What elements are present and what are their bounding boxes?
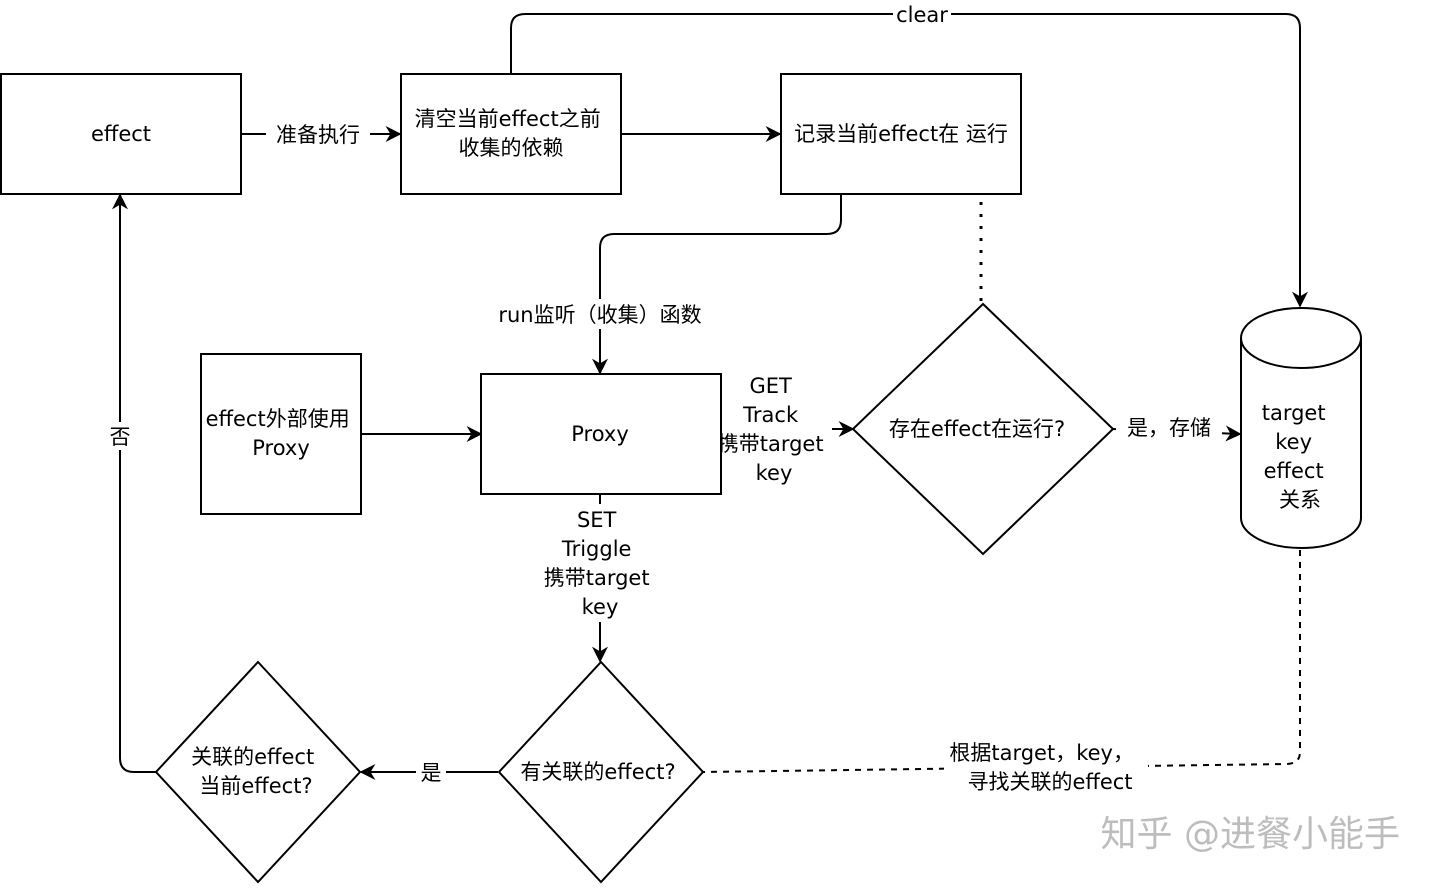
edge-label-prepare-run: 准备执行	[276, 123, 360, 147]
watermark: 知乎 @进餐小能手	[1101, 814, 1400, 855]
node-is-current-label: 关联的effect 当前effect?	[191, 745, 321, 798]
edge-no	[112, 193, 156, 773]
node-has-running: 存在effect在运行?	[851, 302, 1115, 556]
edge-label-clear: clear	[896, 3, 948, 27]
node-is-current: 关联的effect 当前effect?	[154, 660, 362, 884]
node-store-label: target key effect 关系	[1262, 401, 1333, 512]
edge-label-set-trigger: SET Triggle 携带target key	[544, 508, 657, 619]
node-has-related-label: 有关联的effect?	[520, 760, 675, 784]
edge-label-find-related: 根据target，key， 寻找关联的effect	[949, 741, 1140, 794]
node-clear-deps-label: 清空当前effect之前 收集的依赖	[415, 107, 608, 160]
node-has-related: 有关联的effect?	[497, 660, 705, 884]
node-store: target key effect 关系	[1240, 307, 1362, 549]
node-record-run: 记录当前effect在 运行	[780, 73, 1022, 195]
node-proxy: Proxy	[480, 373, 722, 495]
edge-run-listen	[592, 194, 842, 375]
edge-label-get-track: GET Track 携带target key	[718, 374, 831, 485]
edge-label-yes-store: 是，存储	[1127, 416, 1211, 440]
node-outer-proxy: effect外部使用 Proxy	[200, 353, 362, 515]
node-clear-deps: 清空当前effect之前 收集的依赖	[400, 73, 622, 195]
edge-label-no: 否	[110, 425, 131, 449]
edge-label-yes: 是	[421, 761, 442, 785]
edge-label-run-listen: run监听（收集）函数	[498, 303, 701, 327]
node-outer-proxy-label: effect外部使用 Proxy	[206, 407, 357, 460]
node-has-running-label: 存在effect在运行?	[889, 417, 1065, 441]
node-record-run-label: 记录当前effect在 运行	[794, 122, 1008, 146]
node-effect-label: effect	[91, 122, 151, 146]
node-effect: effect	[0, 73, 242, 195]
node-proxy-label: Proxy	[571, 422, 629, 446]
